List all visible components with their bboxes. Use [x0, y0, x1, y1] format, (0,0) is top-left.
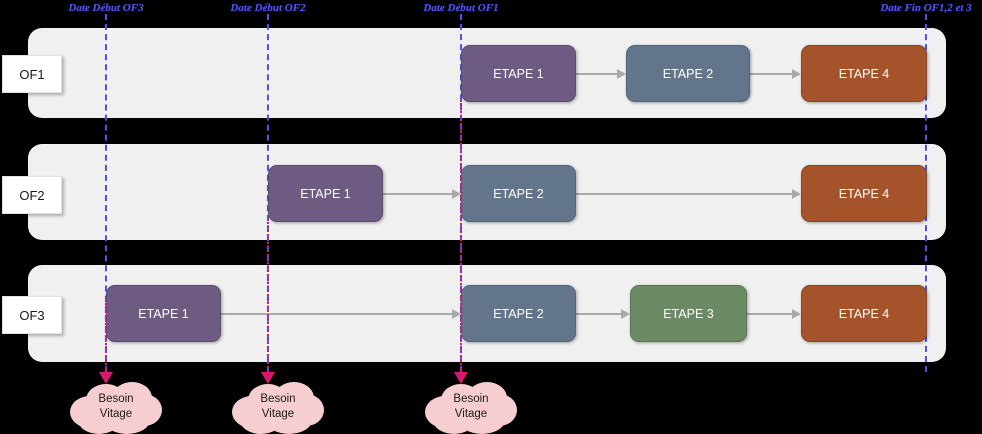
need-arrow-n1 — [99, 372, 113, 384]
connector-of3-c1 — [221, 313, 453, 315]
step-box-of2-e4[interactable]: ETAPE 4 — [801, 165, 927, 222]
lane-label-of1: OF1 — [2, 55, 62, 93]
date-marker-label-m1: Date Début OF3 — [68, 2, 144, 14]
step-label: ETAPE 2 — [493, 186, 544, 201]
connector-arrow-of2-c1 — [452, 189, 461, 199]
cloud-text-line2: Vitage — [261, 408, 295, 420]
date-marker-line-m1 — [105, 14, 107, 372]
step-label: ETAPE 1 — [493, 66, 544, 81]
date-marker-label-m4: Date Fin OF1,2 et 3 — [880, 2, 972, 14]
step-label: ETAPE 1 — [138, 306, 189, 321]
cloud-text-line1: Besoin — [453, 393, 489, 405]
step-label: ETAPE 3 — [663, 306, 714, 321]
cloud-text-line1: Besoin — [260, 393, 296, 405]
cloud-puff — [254, 398, 302, 430]
cloud-text-line1: Besoin — [98, 393, 134, 405]
step-box-of1-e2[interactable]: ETAPE 2 — [626, 45, 750, 102]
date-marker-label-m3: Date Début OF1 — [423, 2, 499, 14]
lane-label-text: OF2 — [19, 187, 45, 203]
lane-label-of2: OF2 — [2, 176, 62, 214]
lane-label-text: OF1 — [19, 66, 45, 82]
connector-of2-c2 — [576, 193, 793, 195]
connector-of3-c3 — [747, 313, 793, 315]
step-box-of2-e2[interactable]: ETAPE 2 — [461, 165, 576, 222]
step-box-of1-e1[interactable]: ETAPE 1 — [461, 45, 576, 102]
connector-of3-c2 — [576, 313, 622, 315]
lane-label-text: OF3 — [19, 307, 45, 323]
connector-arrow-of3-c2 — [621, 309, 630, 319]
cloud-puff — [447, 398, 495, 430]
connector-of1-c1 — [576, 73, 618, 75]
cloud-text-line2: Vitage — [99, 408, 133, 420]
step-box-of3-e1[interactable]: ETAPE 1 — [106, 285, 221, 342]
connector-of1-c2 — [750, 73, 793, 75]
step-box-of3-e2[interactable]: ETAPE 2 — [461, 285, 576, 342]
lane-label-of3: OF3 — [2, 296, 62, 334]
step-label: ETAPE 2 — [662, 66, 714, 81]
need-arrow-n2 — [261, 372, 275, 384]
connector-of2-c1 — [383, 193, 453, 195]
need-line-n1 — [105, 300, 107, 372]
step-label: ETAPE 4 — [838, 66, 890, 81]
step-label: ETAPE 4 — [838, 186, 890, 201]
cloud-text-line2: Vitage — [454, 408, 488, 420]
step-label: ETAPE 2 — [493, 306, 544, 321]
connector-arrow-of2-c2 — [792, 189, 801, 199]
connector-arrow-of3-c1 — [452, 309, 461, 319]
date-marker-label-m2: Date Début OF2 — [230, 2, 306, 14]
connector-arrow-of3-c3 — [792, 309, 801, 319]
step-box-of3-e4[interactable]: ETAPE 4 — [801, 285, 927, 342]
need-arrow-n3 — [454, 372, 468, 384]
need-line-n3 — [460, 100, 462, 372]
connector-arrow-of1-c1 — [617, 69, 626, 79]
step-label: ETAPE 1 — [300, 186, 351, 201]
need-line-n2 — [267, 218, 269, 372]
step-box-of3-e3[interactable]: ETAPE 3 — [630, 285, 747, 342]
step-box-of1-e4[interactable]: ETAPE 4 — [801, 45, 927, 102]
step-label: ETAPE 4 — [838, 306, 890, 321]
connector-arrow-of1-c2 — [792, 69, 801, 79]
step-box-of2-e1[interactable]: ETAPE 1 — [268, 165, 383, 222]
cloud-puff — [92, 398, 140, 430]
